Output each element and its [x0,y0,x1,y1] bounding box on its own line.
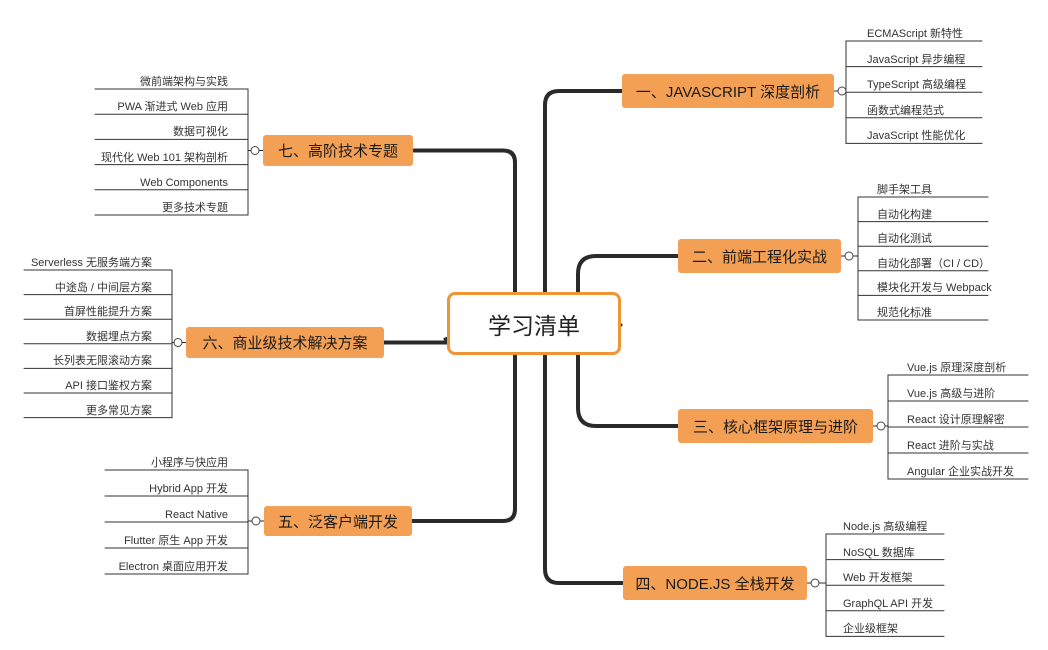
collapse-handle-1 [837,86,847,96]
leaf-node-2-4: 自动化部署（CI / CD） [877,257,991,270]
collapse-handle-4 [810,578,820,588]
leaf-node-1-3: TypeScript 高级编程 [867,79,967,92]
leaf-node-2-3: 自动化测试 [877,233,932,246]
branch-connector-5 [410,337,529,523]
leaf-node-6-1: Serverless 无服务端方案 [30,257,152,269]
leaf-node-6-6: API 接口鉴权方案 [65,380,152,392]
branch-node-3: 三、核心框架原理与进阶 [678,409,873,443]
collapse-handle-7 [250,146,260,155]
leaf-node-5-2: Hybrid App 开发 [149,483,228,495]
leaf-node-6-2: 中途岛 / 中间层方案 [54,281,152,294]
collapse-handle-5 [251,516,261,526]
leaf-node-7-1: 微前端架构与实践 [140,76,228,88]
leaf-node-2-5: 模块化开发与 Webpack [877,282,992,295]
branch-connector-4 [543,323,625,585]
leaf-node-7-2: PWA 渐进式 Web 应用 [117,101,228,114]
leaf-node-3-4: React 进阶与实战 [907,440,994,452]
leaf-node-6-7: 更多常见方案 [86,404,152,417]
root-node: 学习清单 [447,292,621,355]
collapse-handle-2 [844,251,854,261]
leaf-node-4-4: GraphQL API 开发 [843,597,934,610]
leaf-node-1-1: ECMAScript 新特性 [867,28,963,40]
leaf-node-7-5: Web Components [140,176,228,189]
leaf-node-5-1: 小程序与快应用 [151,457,228,469]
branch-connector-1 [543,89,624,327]
leaf-node-3-5: Angular 企业实战开发 [907,466,1014,478]
leaf-node-7-6: 更多技术专题 [162,202,228,214]
leaf-node-6-4: 数据埋点方案 [86,330,152,343]
branch-node-4: 四、NODE.JS 全栈开发 [623,566,807,600]
leaf-node-5-5: Electron 桌面应用开发 [118,561,228,573]
leaf-node-3-2: Vue.js 高级与进阶 [907,388,996,400]
leaf-node-1-5: JavaScript 性能优化 [867,130,966,143]
leaf-node-1-4: 函数式编程范式 [867,104,944,117]
leaf-node-1-2: JavaScript 异步编程 [867,53,966,66]
leaf-node-7-4: 现代化 Web 101 架构剖析 [101,151,228,164]
leaf-node-7-3: 数据可视化 [173,126,228,139]
branch-node-7: 七、高阶技术专题 [263,135,413,166]
leaf-node-6-3: 首屏性能提升方案 [64,306,152,319]
leaf-node-4-2: NoSQL 数据库 [843,546,915,559]
branch-node-1: 一、JAVASCRIPT 深度剖析 [622,74,834,108]
collapse-handle-6 [173,338,183,347]
leaf-node-5-4: Flutter 原生 App 开发 [124,535,228,547]
leaf-node-2-2: 自动化构建 [877,208,932,221]
leaf-node-2-1: 脚手架工具 [877,184,932,196]
leaf-node-3-1: Vue.js 原理深度剖析 [907,362,1007,374]
leaf-node-2-6: 规范化标准 [877,307,932,319]
leaf-node-4-5: 企业级框架 [843,623,898,636]
leaf-node-4-1: Node.js 高级编程 [843,521,928,533]
branch-node-2: 二、前端工程化实战 [678,239,841,273]
leaf-node-3-3: React 设计原理解密 [907,414,1005,426]
branch-node-5: 五、泛客户端开发 [264,506,412,536]
branch-node-6: 六、商业级技术解决方案 [186,327,384,358]
leaf-node-4-3: Web 开发框架 [843,572,913,585]
leaf-node-6-5: 长列表无限滚动方案 [53,355,152,368]
collapse-handle-3 [876,421,886,431]
leaf-node-5-3: React Native [165,509,228,521]
